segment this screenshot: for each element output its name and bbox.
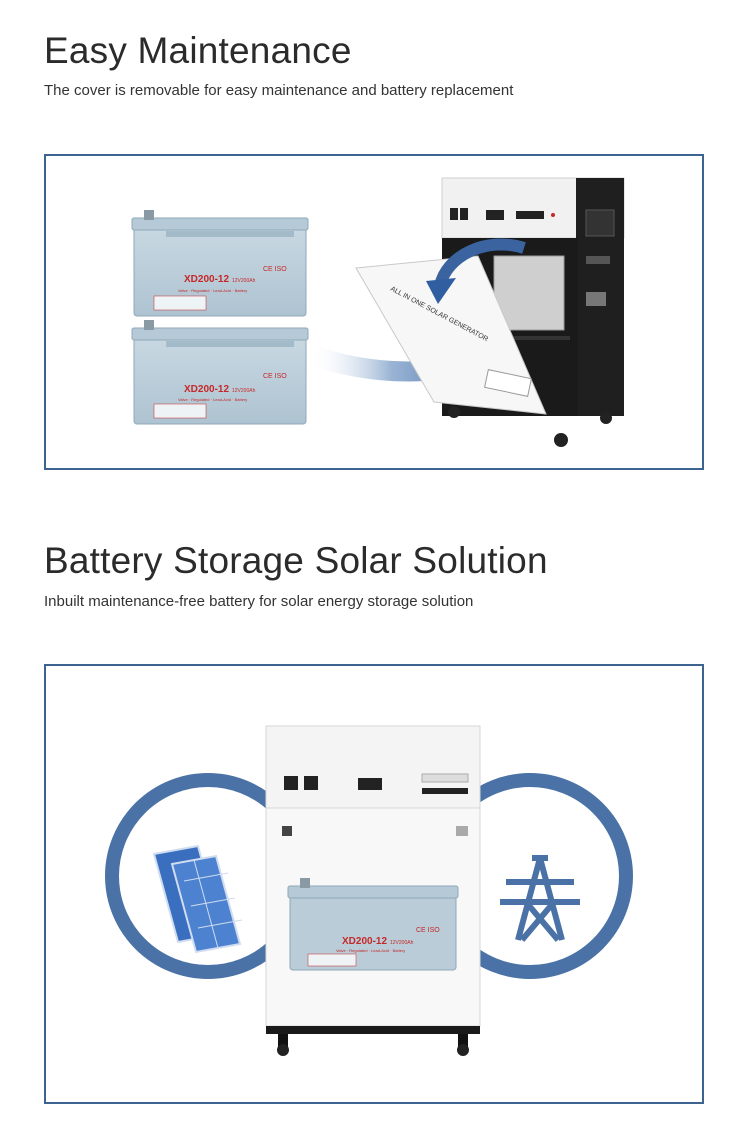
section-subtitle-easy-maintenance: The cover is removable for easy maintena… bbox=[44, 82, 514, 99]
easy-maintenance-illustration: XD200-12 12V200Ah CE ISO Valve · Regulat… bbox=[131, 177, 625, 447]
battery-front-model: XD200-12 bbox=[342, 936, 387, 947]
battery-front-spec: 12V200Ah bbox=[390, 940, 414, 946]
section-title-easy-maintenance: Easy Maintenance bbox=[44, 30, 352, 71]
section-title-battery-storage: Battery Storage Solar Solution bbox=[44, 540, 548, 581]
battery-front-desc: Valve · Regulated · Lead-Acid · Battery bbox=[336, 948, 405, 953]
solar-panel-icon bbox=[152, 844, 243, 954]
solar-generator-cabinet: ALL IN ONE SOLAR GENERATOR bbox=[355, 177, 625, 447]
battery-bottom-cert: CE ISO bbox=[263, 373, 287, 380]
battery-top-spec: 12V200Ah bbox=[232, 278, 256, 284]
battery-top-cert: CE ISO bbox=[263, 266, 287, 273]
battery-top-desc: Valve · Regulated · Lead-Acid · Battery bbox=[178, 288, 247, 293]
battery-top-model: XD200-12 bbox=[184, 274, 229, 285]
battery-storage-image-frame: XD200-12 12V200Ah CE ISO Valve · Regulat… bbox=[44, 664, 704, 1104]
battery-front-cert: CE ISO bbox=[416, 927, 440, 934]
section-subtitle-battery-storage: Inbuilt maintenance-free battery for sol… bbox=[44, 593, 474, 610]
power-tower-icon bbox=[500, 855, 580, 942]
battery-storage-illustration: XD200-12 12V200Ah CE ISO Valve · Regulat… bbox=[105, 725, 633, 1056]
battery-bottom-desc: Valve · Regulated · Lead-Acid · Battery bbox=[178, 397, 247, 402]
battery-bottom-spec: 12V200Ah bbox=[232, 388, 256, 394]
easy-maintenance-image-frame: XD200-12 12V200Ah CE ISO Valve · Regulat… bbox=[44, 154, 704, 470]
battery-front: XD200-12 12V200Ah CE ISO Valve · Regulat… bbox=[287, 878, 459, 971]
battery-bottom: XD200-12 12V200Ah CE ISO Valve · Regulat… bbox=[131, 320, 309, 425]
battery-bottom-model: XD200-12 bbox=[184, 384, 229, 395]
battery-top: XD200-12 12V200Ah CE ISO Valve · Regulat… bbox=[131, 210, 309, 317]
